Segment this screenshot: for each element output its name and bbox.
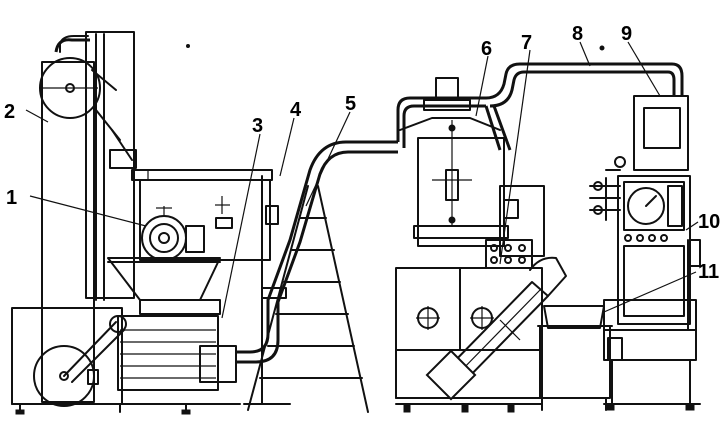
leader-lines <box>25 41 699 319</box>
motor-wheel <box>141 206 205 261</box>
step-ladder <box>247 185 369 413</box>
speck <box>186 44 190 48</box>
upper-conveyor-duct <box>131 169 273 261</box>
label-4: 4 <box>290 99 302 121</box>
extruder-base <box>11 307 241 415</box>
control-cabinet <box>617 175 701 331</box>
label-8: 8 <box>572 23 583 45</box>
tall-cabinet <box>633 95 689 171</box>
inclined-screw-conveyor <box>425 256 567 401</box>
hopper <box>107 257 221 315</box>
label-5: 5 <box>345 93 356 115</box>
label-6: 6 <box>481 38 492 60</box>
label-11: 11 <box>698 261 719 283</box>
speck <box>599 45 605 51</box>
label-3: 3 <box>252 115 263 137</box>
label-7: 7 <box>521 32 532 54</box>
collection-bin <box>537 305 613 411</box>
label-10: 10 <box>698 211 720 233</box>
upper-pipe-loop <box>396 62 684 151</box>
elevator-tower <box>39 31 137 403</box>
control-panel-center <box>485 185 545 269</box>
central-unit <box>395 267 543 413</box>
valve-manifold <box>589 156 626 221</box>
dosing-tank <box>399 77 509 247</box>
label-9: 9 <box>621 23 632 45</box>
transport-pipe <box>236 140 398 405</box>
label-1: 1 <box>6 187 17 209</box>
label-2: 2 <box>4 101 15 123</box>
part-labels: 1 2 3 4 5 6 7 8 9 10 11 <box>4 23 720 283</box>
right-base-frame <box>603 299 701 411</box>
